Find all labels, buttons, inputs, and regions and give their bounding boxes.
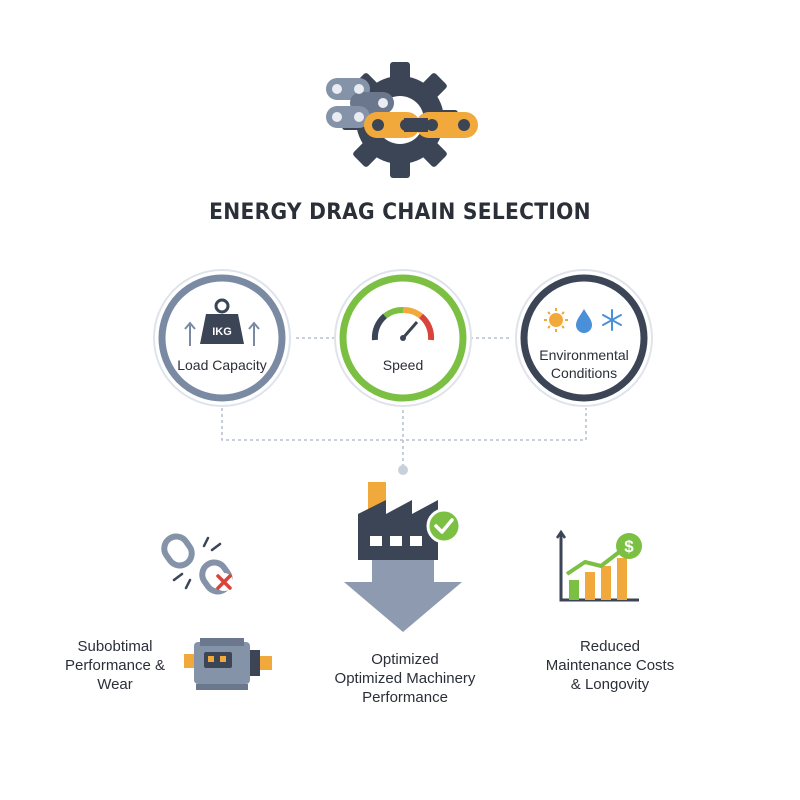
load-ring: IKG — [153, 269, 291, 407]
sun-icon — [544, 308, 568, 332]
factor-label: Speed — [382, 357, 424, 373]
outcome-optimized: Optimized Optimized Machinery Performanc… — [334, 651, 476, 706]
arrow-up-icon — [184, 321, 260, 346]
checkmark-icon — [426, 508, 462, 544]
broken-chain-icon — [161, 533, 233, 595]
gear-chain-logo-icon — [326, 62, 478, 178]
factor-environmental-conditions: Environmental Conditions — [514, 268, 654, 408]
speedometer-icon — [371, 307, 435, 341]
down-arrow-icon — [344, 550, 462, 632]
dollar-icon: $ — [624, 537, 634, 556]
factor-load-capacity: IKG Load Capacity — [152, 268, 292, 408]
factor-label: Load Capacity — [177, 357, 267, 373]
factor-speed: Speed — [333, 268, 473, 408]
motor-icon — [184, 638, 272, 690]
optimized-factory-arrow — [344, 482, 462, 632]
x-mark-icon — [216, 574, 232, 590]
factor-label: Environmental Conditions — [539, 347, 629, 381]
snowflake-icon — [602, 309, 622, 331]
growth-chart-icon: $ — [555, 529, 642, 602]
outcome-reduced-costs: Reduced Maintenance Costs & Longovity — [545, 638, 675, 693]
factory-icon — [358, 482, 438, 560]
weight-icon — [200, 298, 244, 344]
environment-ring — [515, 269, 653, 407]
weight-badge: IKG — [212, 326, 232, 338]
page-title: ENERGY DRAG CHAIN SELECTION — [209, 200, 591, 225]
speed-ring — [334, 269, 472, 407]
outcome-suboptimal: Subobtimal Performance & Wear — [64, 638, 166, 693]
water-drop-icon — [576, 309, 592, 333]
